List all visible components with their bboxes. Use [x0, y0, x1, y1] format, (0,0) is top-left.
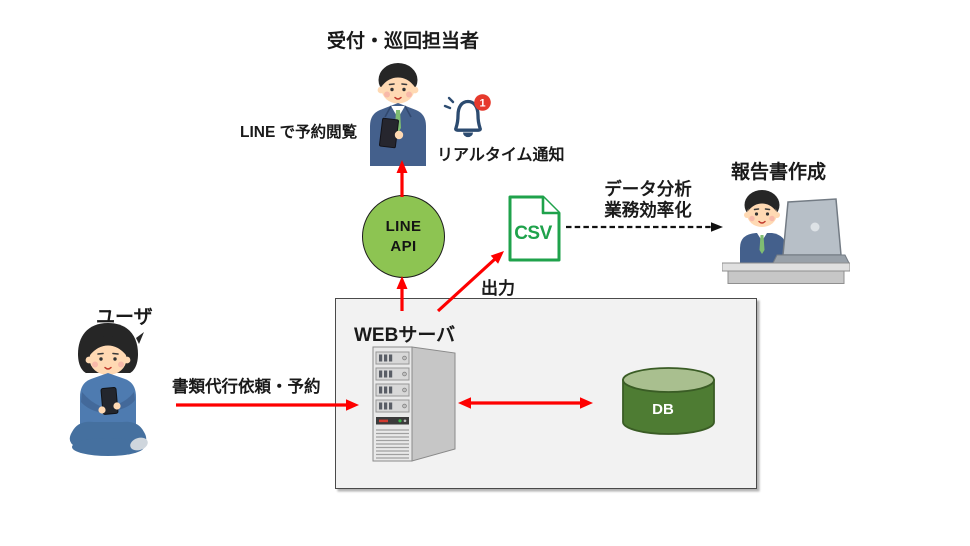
staff-hand [394, 130, 404, 140]
server-vents [376, 429, 409, 459]
staff-title: 受付・巡回担当者 [327, 31, 480, 52]
user-arm-right [118, 392, 135, 410]
desk-top [722, 262, 850, 272]
laptop-base [772, 254, 850, 264]
user-sock [130, 437, 148, 451]
user-hand [113, 402, 121, 410]
server-status-panel [376, 417, 409, 425]
user-phone [100, 387, 119, 415]
report-worker-illustration [722, 190, 850, 284]
csv-file-icon: CSV [508, 195, 561, 262]
line-api-circle: LINE API [362, 195, 445, 278]
line-view-label: LINE で予約閲覧 [240, 124, 358, 141]
staff-eye [390, 87, 394, 92]
line-api-text-line2: API [390, 237, 417, 255]
bell-ring-marks [443, 96, 455, 110]
report-title: 報告書作成 [731, 162, 827, 183]
staff-illustration [370, 63, 426, 166]
db-body [622, 379, 715, 435]
staff-face [381, 74, 415, 104]
data-analysis-line1: データ分析 [604, 179, 692, 199]
staff-brows [388, 83, 408, 86]
db-top [622, 367, 715, 393]
user-illustration [69, 323, 148, 456]
staff-mouth [394, 96, 402, 100]
arrow-user-to-server [176, 399, 359, 411]
notification-badge-count: 1 [479, 97, 485, 109]
staff-bangs [382, 69, 414, 86]
user-hand [98, 406, 106, 414]
user-face [89, 343, 127, 375]
server-drive-bays [375, 351, 410, 413]
worker-face [747, 201, 777, 227]
staff-eye [402, 87, 406, 92]
bell-clapper [463, 132, 473, 138]
arrow-csv-to-report-dashed [566, 222, 723, 232]
user-title: ユーザ [96, 307, 153, 328]
output-label: 出力 [481, 279, 515, 298]
request-label: 書類代行依頼・予約 [172, 378, 321, 396]
user-bangs [90, 336, 126, 355]
csv-file-label: CSV [514, 223, 552, 244]
csv-file-fold [541, 197, 559, 215]
data-analysis-line2: 業務効率化 [604, 200, 692, 220]
bell-body [454, 99, 482, 132]
database-cylinder-icon: DB [622, 367, 715, 435]
user-arm-left [81, 392, 102, 413]
realtime-notify-label: リアルタイム通知 [437, 147, 565, 164]
web-server-label: WEBサーバ [354, 325, 456, 346]
server-tower-icon [372, 346, 456, 462]
notification-badge [474, 94, 491, 111]
worker-bangs [748, 196, 776, 211]
laptop-logo [810, 222, 820, 232]
db-label: DB [652, 401, 674, 418]
worker-tie [759, 235, 765, 254]
bell-notification-icon: 1 [443, 94, 491, 138]
server-side-panel [411, 346, 456, 462]
data-analysis-label: データ分析 業務効率化 [578, 179, 718, 221]
user-leg-lower [72, 438, 144, 456]
desk-front [727, 270, 845, 284]
line-api-text-line1: LINE [385, 217, 422, 235]
